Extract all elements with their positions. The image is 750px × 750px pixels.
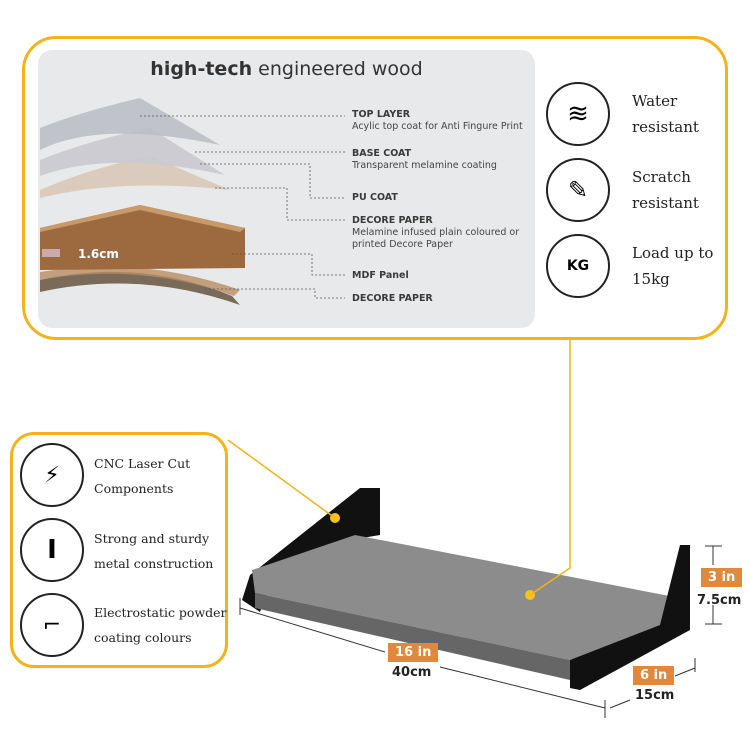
layer-label: DECORE PAPER <box>352 293 433 304</box>
height-cm: 7.5cm <box>697 593 742 608</box>
title-rest: engineered wood <box>252 58 423 80</box>
steel-beam-icon: I <box>20 518 84 582</box>
ruler-icon <box>42 249 60 257</box>
callout-lines <box>227 340 571 596</box>
layer-label: MDF Panel <box>352 270 409 281</box>
height-in-tag: 3 in <box>701 568 743 587</box>
layer-stack <box>40 98 245 305</box>
depth-in-tag: 6 in <box>633 666 675 685</box>
shelf-image <box>242 488 690 690</box>
layer-label: PU COAT <box>352 192 398 203</box>
water-icon: ≋ <box>546 82 610 146</box>
materials-callout <box>22 36 728 340</box>
laser-icon: ⚡ <box>20 443 84 507</box>
length-in-tag: 16 in <box>388 643 439 662</box>
thickness-label: 1.6cm <box>78 247 119 261</box>
depth-cm: 15cm <box>635 688 675 703</box>
leader-lines <box>140 115 345 299</box>
weight-icon: KG <box>546 234 610 298</box>
title-bold: high-tech <box>150 58 253 80</box>
dimension-lines <box>239 545 722 718</box>
spray-gun-icon: ⌐ <box>20 593 84 657</box>
materials-title: high-tech engineered wood <box>38 58 535 80</box>
scratch-icon: ✎ <box>546 158 610 222</box>
length-cm: 40cm <box>392 665 432 680</box>
